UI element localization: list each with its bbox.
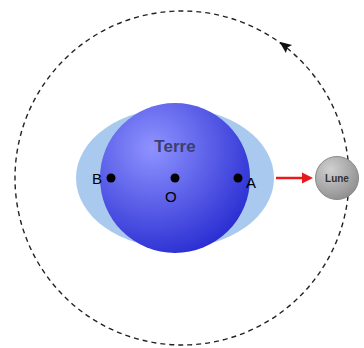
point-label: B: [92, 170, 102, 187]
attraction-arrowhead: [302, 173, 313, 184]
moon-circle: Lune: [315, 156, 359, 200]
point-dot: [107, 174, 116, 183]
earth-label: Terre: [154, 137, 195, 157]
moon-label: Lune: [325, 173, 349, 184]
point-label: O: [165, 188, 177, 205]
earth-shape: [100, 103, 250, 253]
earth-sphere: Terre: [100, 103, 250, 253]
orbit-direction-arrowhead: [280, 42, 293, 53]
earth-disc: [100, 103, 250, 253]
point-dot: [171, 174, 180, 183]
point-label: A: [246, 174, 256, 191]
attraction-arrow: [276, 177, 304, 180]
point-dot: [234, 174, 243, 183]
moon-disc: [316, 157, 359, 200]
moon-orbit: [15, 11, 349, 345]
